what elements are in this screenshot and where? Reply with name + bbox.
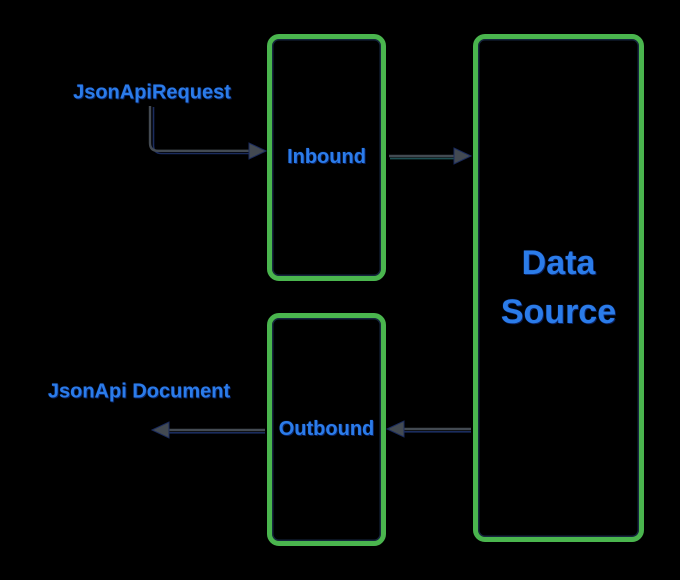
node-inbound-label: Inbound [287,146,366,168]
node-outbound-label: Outbound [278,418,375,440]
edge-jsonapirequest-to-inbound [148,106,268,160]
edge-datasource-to-outbound [385,420,471,438]
node-outbound: Outbound [267,313,386,546]
edge-inbound-to-datasource [389,147,473,165]
arrowhead-left-icon [150,421,170,439]
node-inbound: Inbound [267,34,386,281]
edge-outbound-to-document [150,421,265,439]
node-data-source: Data Source [473,34,644,542]
label-json-api-document: JsonApi Document [47,380,231,403]
edge-line [148,106,250,152]
edge-shadow-line [152,107,250,155]
node-data-source-label: Data Source [500,243,617,331]
arrowhead-right-icon [248,142,268,160]
arrowhead-right-icon [453,147,473,165]
label-json-api-request: JsonApiRequest [73,81,231,104]
arrowhead-left-icon [385,420,405,438]
